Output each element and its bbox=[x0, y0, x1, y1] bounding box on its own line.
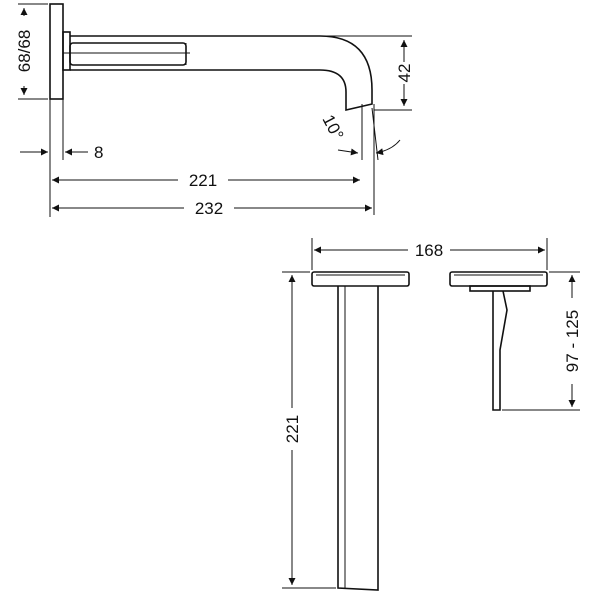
body-views: 168 221 97 - 125 bbox=[282, 238, 582, 591]
wall-rosette bbox=[49, 3, 64, 100]
dim-handle-range-text: 97 - 125 bbox=[563, 310, 582, 372]
dim-total-length-text: 232 bbox=[195, 199, 223, 218]
spout-insert bbox=[69, 42, 187, 66]
handle-stem bbox=[492, 290, 508, 411]
dim-angle-text: 10° bbox=[318, 112, 347, 144]
rosette-neck bbox=[62, 31, 71, 71]
dim-rosette-text: 68/68 bbox=[15, 30, 34, 73]
side-view: 68/68 42 10° 8 221 232 bbox=[15, 3, 414, 218]
spout-plate bbox=[311, 271, 410, 287]
dim-drop-text: 42 bbox=[395, 64, 414, 83]
dim-spout-length-text: 221 bbox=[189, 171, 217, 190]
handle-base bbox=[469, 285, 531, 292]
handle-plate bbox=[449, 271, 548, 287]
spout-body bbox=[337, 286, 379, 591]
dim-body-depth-text: 221 bbox=[283, 415, 302, 443]
spout-outline bbox=[70, 35, 373, 112]
dim-plate-width-text: 168 bbox=[415, 241, 443, 260]
dim-depth-text: 8 bbox=[94, 143, 103, 162]
